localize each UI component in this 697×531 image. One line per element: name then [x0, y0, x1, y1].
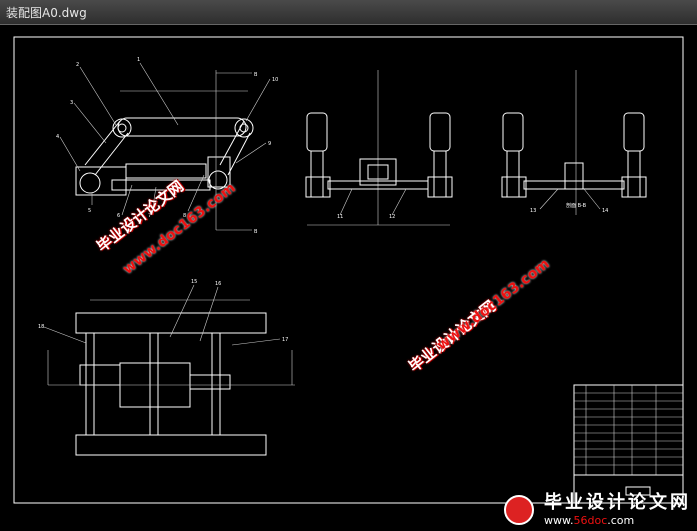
drawing-border	[13, 36, 684, 504]
part-label-9: 9	[268, 141, 271, 147]
part-label-4: 4	[56, 134, 59, 140]
window-title: 装配图A0.dwg	[6, 6, 87, 20]
part-label-2: 2	[76, 62, 79, 68]
front-view: 11 12	[305, 70, 453, 226]
drawing-canvas[interactable]: B B 1 2 3 4 5 6 7 8 9 10	[0, 25, 697, 531]
side-view: B B 1 2 3 4 5 6 7 8 9 10	[56, 57, 278, 235]
footer-brand-name: 毕业设计论文网	[544, 492, 691, 513]
part-label-12: 12	[389, 214, 395, 220]
brand-logo-icon	[504, 495, 534, 525]
part-label-17: 17	[282, 337, 288, 343]
footer-url: www.56doc.com	[544, 514, 635, 527]
part-label-15: 15	[191, 279, 197, 285]
footer-brand: 毕业设计论文网 www.56doc.com	[544, 488, 691, 527]
part-label-13: 13	[530, 208, 536, 214]
part-label-16: 16	[215, 281, 221, 287]
part-label-6: 6	[117, 213, 120, 219]
part-label-1: 1	[137, 57, 140, 63]
part-label-3: 3	[70, 100, 73, 106]
title-bar: 装配图A0.dwg	[0, 0, 697, 25]
part-label-14: 14	[602, 208, 608, 214]
section-view: 13 剖面 B-B 14	[501, 70, 647, 215]
section-view-label: 剖面 B-B	[566, 202, 587, 209]
plan-view: 15 16 17 18	[38, 279, 295, 456]
section-mark-b-top: B	[254, 72, 258, 78]
part-label-10: 10	[272, 77, 278, 83]
part-label-18: 18	[38, 324, 44, 330]
title-block	[573, 384, 684, 504]
cad-drawing: B B 1 2 3 4 5 6 7 8 9 10	[13, 36, 684, 504]
section-mark-b-bottom: B	[254, 229, 258, 235]
part-label-11: 11	[337, 214, 343, 220]
part-label-8: 8	[183, 213, 186, 219]
part-label-5: 5	[88, 208, 91, 214]
part-label-7: 7	[148, 213, 151, 219]
